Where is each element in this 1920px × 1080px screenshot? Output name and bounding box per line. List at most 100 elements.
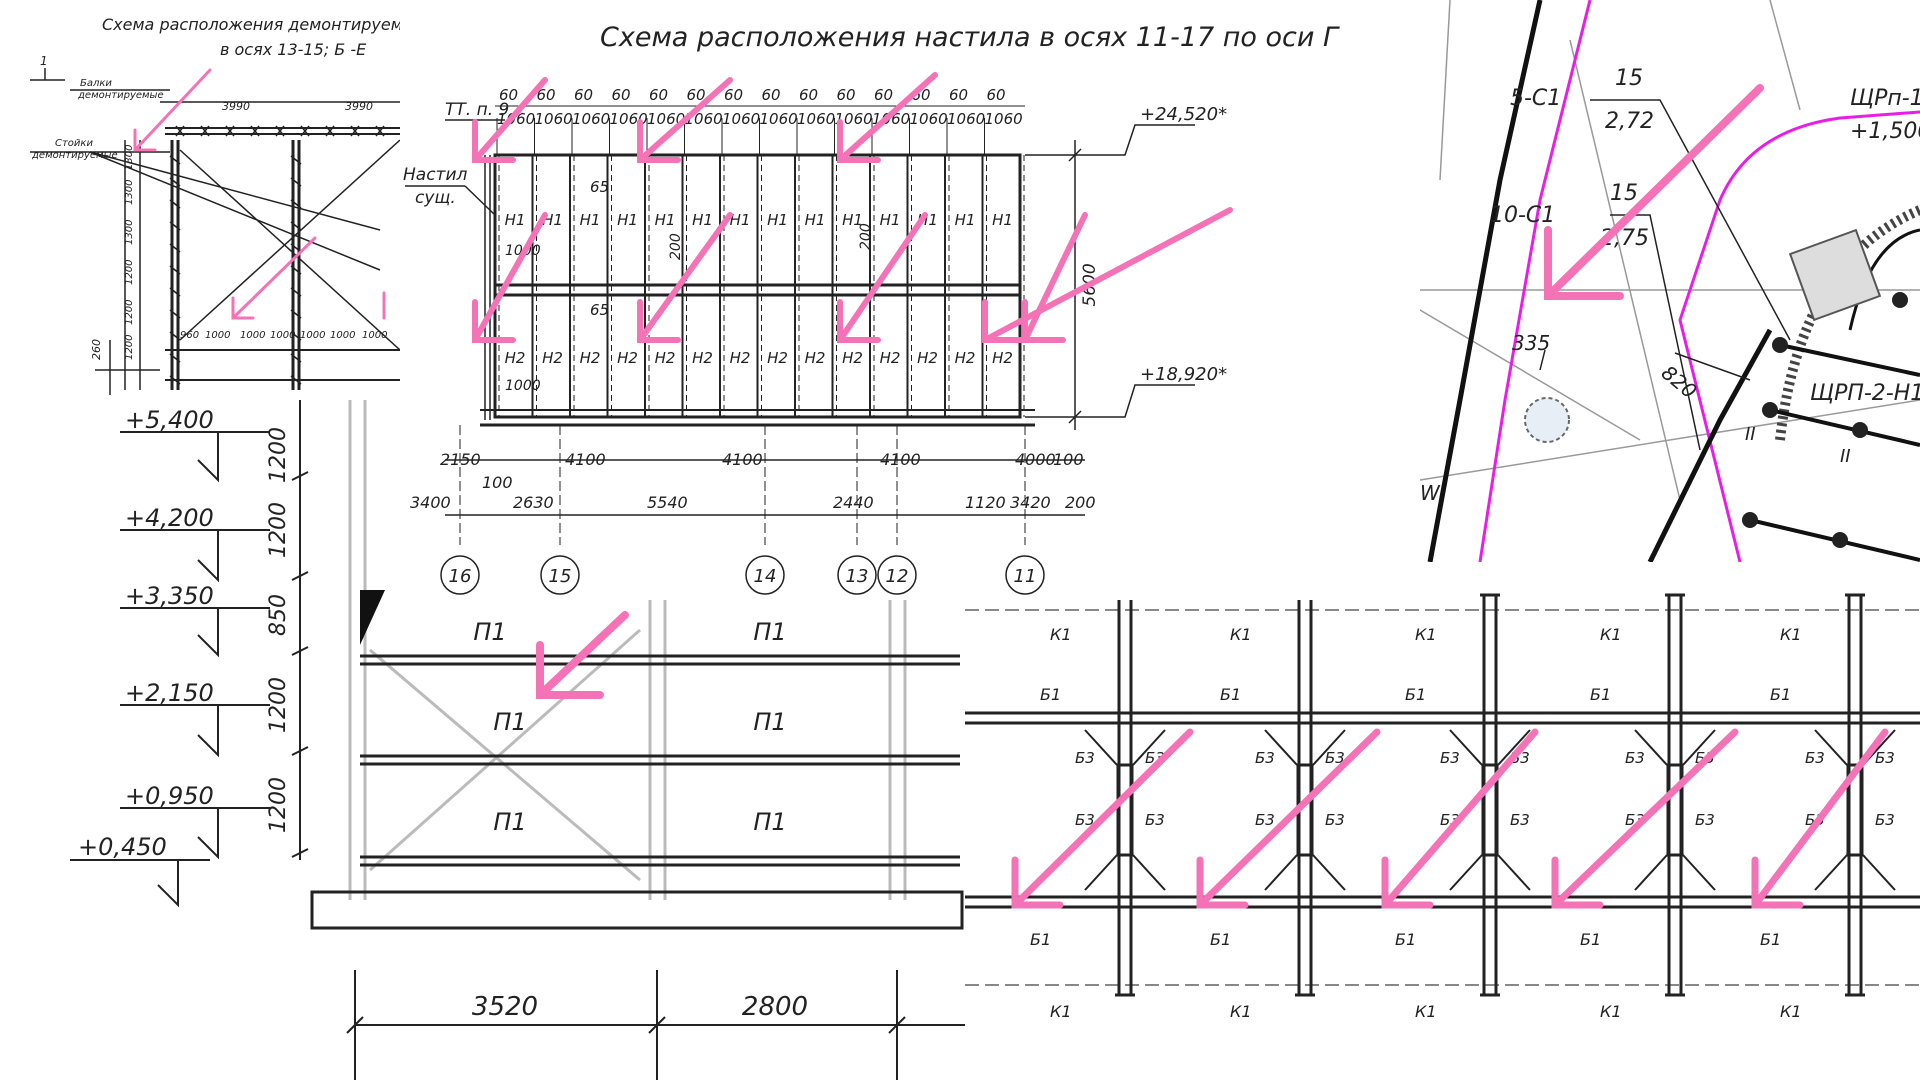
- vdim-a: 1300: [124, 145, 135, 170]
- dim-200: 200: [858, 223, 874, 250]
- row2-dim: 3420: [1010, 493, 1051, 512]
- panel-label-shrp2: ЩРП-2-Н1: [1810, 381, 1920, 406]
- b3-label: Б3: [1145, 811, 1165, 829]
- top-dim-60: 60: [987, 86, 1006, 104]
- h2-label: Н2: [917, 349, 938, 367]
- b3-label: Б3: [1695, 811, 1715, 829]
- axis-marker: [1005, 555, 1045, 595]
- vdim-4: 1200: [266, 677, 291, 733]
- roman-mark-1: II: [1745, 424, 1756, 445]
- top-dim-1060: 1060: [647, 110, 685, 128]
- vdim-5: 1200: [266, 777, 291, 833]
- h2-label: Н2: [805, 349, 826, 367]
- row2-dim: 3400: [410, 493, 451, 512]
- dismantled-scheme-panel: Схема расположения демонтируемых в осях …: [0, 0, 400, 400]
- black-wedge: [360, 590, 385, 645]
- cable-label-5-c1-bottom: 2,72: [1605, 109, 1654, 134]
- h2-label: Н2: [617, 349, 638, 367]
- top-dim-60: 60: [687, 86, 706, 104]
- bottom-dim-2: 2800: [742, 992, 808, 1022]
- k1-label: К1: [1415, 625, 1437, 644]
- b3-label: Б3: [1510, 811, 1530, 829]
- p1-label-5: П1: [493, 808, 526, 836]
- top-dim-60: 60: [574, 86, 593, 104]
- roman-mark-2: II: [1840, 446, 1851, 467]
- k1-label: К1: [1600, 1002, 1622, 1021]
- dim-1000: 1000: [505, 378, 541, 394]
- b1-label: Б1: [1405, 685, 1426, 704]
- p1-label-2: П1: [753, 618, 786, 646]
- b3-label: Б3: [1805, 749, 1825, 767]
- row1-dim: 100: [1053, 450, 1084, 469]
- dim-335: 335: [1512, 331, 1550, 355]
- h2-label: Н2: [992, 349, 1013, 367]
- axis-marker: [877, 555, 917, 595]
- h2-label: Н2: [655, 349, 676, 367]
- row1-dim: 4100: [880, 450, 921, 469]
- top-dim-1: 3990: [222, 100, 250, 113]
- flooring-scheme-drawing: Схема расположения настила в осях 11-17 …: [388, 22, 1340, 595]
- dim-65: 65: [590, 178, 609, 196]
- reference-note: ТТ. п. 9: [445, 100, 509, 120]
- pink-arrow-icon: [1544, 84, 1764, 300]
- h1-label: Н1: [842, 211, 863, 229]
- b1-label: Б1: [1590, 685, 1611, 704]
- row1-dim-small: 100: [482, 473, 513, 492]
- dismantled-title-2: в осях 13-15; Б -Е: [220, 40, 367, 59]
- top-dim-1060: 1060: [722, 110, 760, 128]
- k1-label: К1: [1780, 625, 1802, 644]
- dim-200: 200: [668, 233, 684, 260]
- row2-dim: 5540: [647, 493, 688, 512]
- vdim-a: 1300: [124, 220, 135, 245]
- b3-label: Б3: [1875, 749, 1895, 767]
- bottom-dim-a: 960: [180, 330, 199, 341]
- bottom-dim-a: 1000: [205, 330, 230, 341]
- label-beams-2: демонтируемые: [77, 90, 164, 101]
- bottom-dim-a: 1000: [362, 330, 387, 341]
- vdim-2: 1200: [266, 502, 291, 558]
- h1-label: Н1: [992, 211, 1013, 229]
- panel-label-shrp1: ЩРп-1: [1850, 86, 1920, 111]
- axis-marker: [837, 555, 877, 595]
- b3-label: Б3: [1075, 749, 1095, 767]
- top-dim-60: 60: [499, 86, 518, 104]
- cable-label-10-c1: 10-С1: [1490, 203, 1555, 228]
- k1-label: К1: [1415, 1002, 1437, 1021]
- row1-dim: 4100: [722, 450, 763, 469]
- h2-label: Н2: [505, 349, 526, 367]
- k1-label: К1: [1600, 625, 1622, 644]
- elevation-top: +24,520*: [1140, 104, 1227, 125]
- h1-label: Н1: [692, 211, 713, 229]
- h2-label: Н2: [842, 349, 863, 367]
- dim-65: 65: [590, 301, 609, 319]
- bottom-dim-a: 1000: [270, 330, 295, 341]
- p1-label-6: П1: [753, 808, 786, 836]
- label-posts-1: Стойки: [55, 138, 93, 149]
- top-dim-60: 60: [537, 86, 556, 104]
- h1-label: Н1: [955, 211, 976, 229]
- h1-label: Н1: [880, 211, 901, 229]
- h2-label: Н2: [692, 349, 713, 367]
- vdim-a: 1200: [124, 300, 135, 325]
- level-0450: +0,450: [78, 833, 167, 861]
- b3-label: Б3: [1625, 749, 1645, 767]
- b3-label: Б3: [1075, 811, 1095, 829]
- row1-dim: 4100: [565, 450, 606, 469]
- b3-label: Б3: [1325, 749, 1345, 767]
- b3-label: Б3: [1875, 811, 1895, 829]
- flooring-title: Схема расположения настила в осях 11-17 …: [600, 22, 1340, 53]
- h1-label: Н1: [580, 211, 601, 229]
- axis-marker: [745, 555, 785, 595]
- k1-label: К1: [1230, 625, 1252, 644]
- left-dim-260: 260: [90, 339, 103, 360]
- bottom-dim-1: 3520: [472, 992, 538, 1022]
- top-dim-60: 60: [762, 86, 781, 104]
- k1-label: К1: [1050, 1002, 1072, 1021]
- cable-label-5-c1-top: 15: [1615, 66, 1643, 91]
- h2-label: Н2: [542, 349, 563, 367]
- vdim-1: 1200: [266, 427, 291, 483]
- top-dim-1060: 1060: [947, 110, 985, 128]
- row2-dim: 2440: [833, 493, 874, 512]
- bottom-dim-a: 1000: [330, 330, 355, 341]
